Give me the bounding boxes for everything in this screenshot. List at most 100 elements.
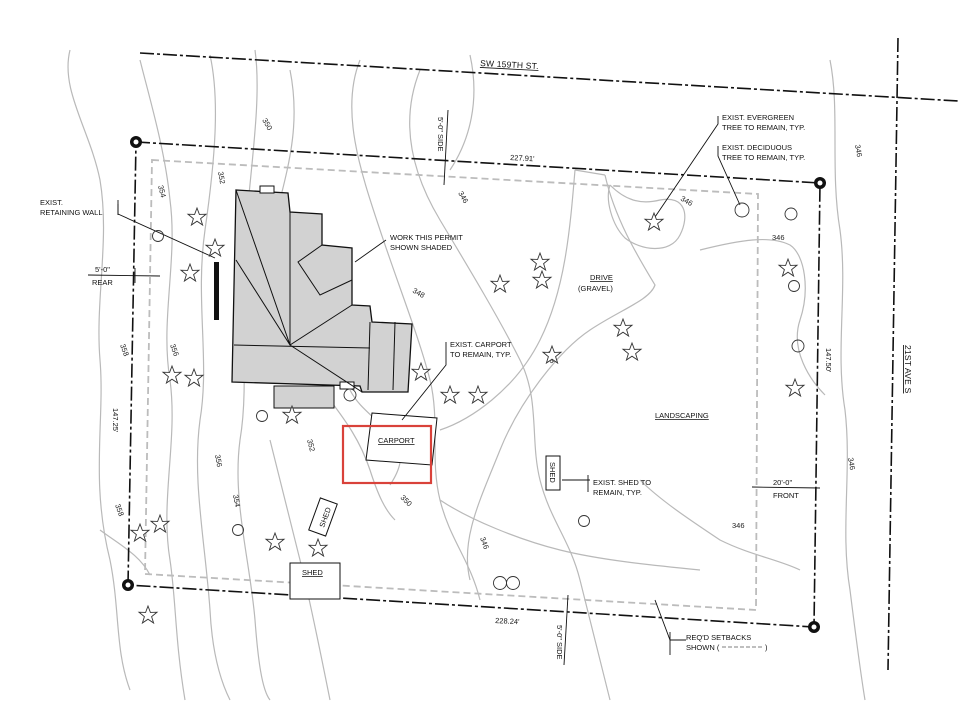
- evergreen-tree-icon: [468, 385, 488, 404]
- contour-label: 352: [305, 438, 317, 452]
- house: [231, 185, 413, 409]
- setbacks-label-1: REQ'D SETBACKS: [686, 633, 751, 642]
- carport-note-label-2: TO REMAIN, TYP.: [450, 350, 511, 359]
- property-corners: [122, 136, 826, 633]
- setback-line: [144, 159, 759, 611]
- street-label-right: 21ST AVE S: [903, 345, 913, 394]
- shed-left: SHED: [308, 497, 338, 537]
- carport: CARPORT EXIST. CARPORT TO REMAIN, TYP.: [341, 340, 512, 485]
- evergreen-tree-icon: [411, 362, 431, 381]
- rear-dim: 5'-0": [95, 265, 110, 274]
- evergreen-tree-icon: [180, 263, 200, 282]
- contour-label: 346: [772, 233, 785, 242]
- tree-notes: EXIST. EVERGREEN TREE TO REMAIN, TYP. EX…: [654, 113, 805, 218]
- evergreen-tree-icon: [130, 523, 150, 542]
- deciduous-tree-icon: [788, 280, 800, 292]
- retaining-wall-label-2: RETAINING WALL: [40, 208, 103, 217]
- property-corner-icon: [808, 621, 820, 633]
- shed-right: SHED EXIST. SHED TO REMAIN, TYP.: [545, 455, 651, 497]
- dim-left: 147.25': [111, 408, 120, 433]
- contour-label: 346: [846, 457, 857, 471]
- deciduous-tree-icon: [343, 388, 357, 402]
- street-label-top: SW 159TH ST.: [480, 58, 539, 71]
- retaining-wall: EXIST. RETAINING WALL: [40, 198, 219, 320]
- side-setback-top: 5'-0" SIDE: [436, 117, 445, 152]
- drive-label-2: (GRAVEL): [578, 284, 613, 293]
- evergreen-label-1: EXIST. EVERGREEN: [722, 113, 794, 122]
- deciduous-tree-icon: [784, 207, 798, 221]
- deciduous-label-1: EXIST. DECIDUOUS: [722, 143, 792, 152]
- deciduous-tree-icon: [791, 339, 805, 353]
- deciduous-trees: [152, 202, 805, 590]
- contour-label: 348: [411, 286, 426, 300]
- property-line: [127, 141, 821, 628]
- evergreen-label-2: TREE TO REMAIN, TYP.: [722, 123, 805, 132]
- drive-label-1: DRIVE: [590, 273, 613, 282]
- side-setback-bottom: 5'-0" SIDE: [555, 625, 564, 660]
- contour-label: 356: [213, 454, 224, 468]
- contour-labels: 350 352 354 356 358 356 354 352 350 348 …: [113, 117, 864, 551]
- deciduous-tree-icon: [493, 576, 507, 590]
- contour-label: 350: [399, 493, 414, 508]
- property-corner-icon: [814, 177, 826, 189]
- deciduous-tree-icon: [734, 202, 750, 218]
- shed-rotated-label-right: SHED: [548, 462, 557, 483]
- rear-label: REAR: [92, 278, 113, 287]
- carport-note-label-1: EXIST. CARPORT: [450, 340, 512, 349]
- work-permit-label-1: WORK THIS PERMIT: [390, 233, 463, 242]
- dimensions: 227.91' 228.24' 147.25' 147.50' 5'-0" SI…: [87, 109, 833, 666]
- evergreen-tree-icon: [778, 258, 798, 277]
- contour-label: 352: [216, 171, 227, 185]
- front-dim: 20'-0": [773, 478, 792, 487]
- street-centerline-top: [139, 52, 959, 102]
- front-label: FRONT: [773, 491, 799, 500]
- evergreen-tree-icon: [162, 365, 182, 384]
- contour-label: 346: [853, 144, 864, 158]
- dim-bottom: 228.24': [495, 616, 520, 626]
- evergreen-tree-icon: [308, 538, 328, 557]
- property-corner-icon: [122, 579, 134, 591]
- deciduous-label-2: TREE TO REMAIN, TYP.: [722, 153, 805, 162]
- evergreen-tree-icon: [205, 238, 225, 257]
- evergreen-tree-icon: [138, 605, 158, 624]
- evergreen-tree-icon: [530, 252, 550, 271]
- street-centerline-right: [887, 37, 899, 671]
- highlight-box: [341, 424, 433, 485]
- contour-label: 346: [478, 536, 491, 551]
- shed-bottom: SHED: [289, 562, 341, 600]
- deciduous-tree-icon: [152, 230, 164, 242]
- work-permit-note: WORK THIS PERMIT SHOWN SHADED: [354, 233, 463, 263]
- deciduous-tree-icon: [256, 410, 268, 422]
- carport-label: CARPORT: [378, 436, 415, 445]
- dim-top: 227.91': [510, 153, 535, 163]
- contour-label: 346: [732, 521, 745, 530]
- contour-label: 358: [113, 503, 126, 518]
- evergreen-tree-icon: [184, 368, 204, 387]
- setbacks-label-2: SHOWN (: [686, 643, 720, 652]
- shed-note-label-1: EXIST. SHED TO: [593, 478, 651, 487]
- property-corner-icon: [130, 136, 142, 148]
- evergreen-tree-icon: [187, 207, 207, 226]
- evergreen-tree-icon: [622, 342, 642, 361]
- deciduous-tree-icon: [506, 576, 520, 590]
- setbacks-label-3: ): [765, 643, 768, 652]
- evergreen-tree-icon: [785, 378, 805, 397]
- evergreen-tree-icon: [532, 270, 552, 289]
- contour-label: 356: [168, 343, 181, 358]
- work-permit-label-2: SHOWN SHADED: [390, 243, 453, 252]
- contour-label: 354: [156, 184, 168, 198]
- evergreen-tree-icon: [644, 212, 664, 231]
- drive-outline: [574, 169, 606, 176]
- contour-label: 354: [231, 494, 242, 508]
- evergreen-tree-icon: [490, 274, 510, 293]
- deciduous-tree-icon: [232, 524, 244, 536]
- dim-right: 147.50': [824, 348, 833, 373]
- shed-label: SHED: [302, 568, 323, 577]
- contour-label: 350: [260, 117, 274, 132]
- streets: SW 159TH ST. 21ST AVE S: [139, 37, 959, 671]
- contour-label: 346: [456, 190, 470, 205]
- evergreen-tree-icon: [613, 318, 633, 337]
- evergreen-tree-icon: [440, 385, 460, 404]
- contour-label: 358: [118, 343, 131, 358]
